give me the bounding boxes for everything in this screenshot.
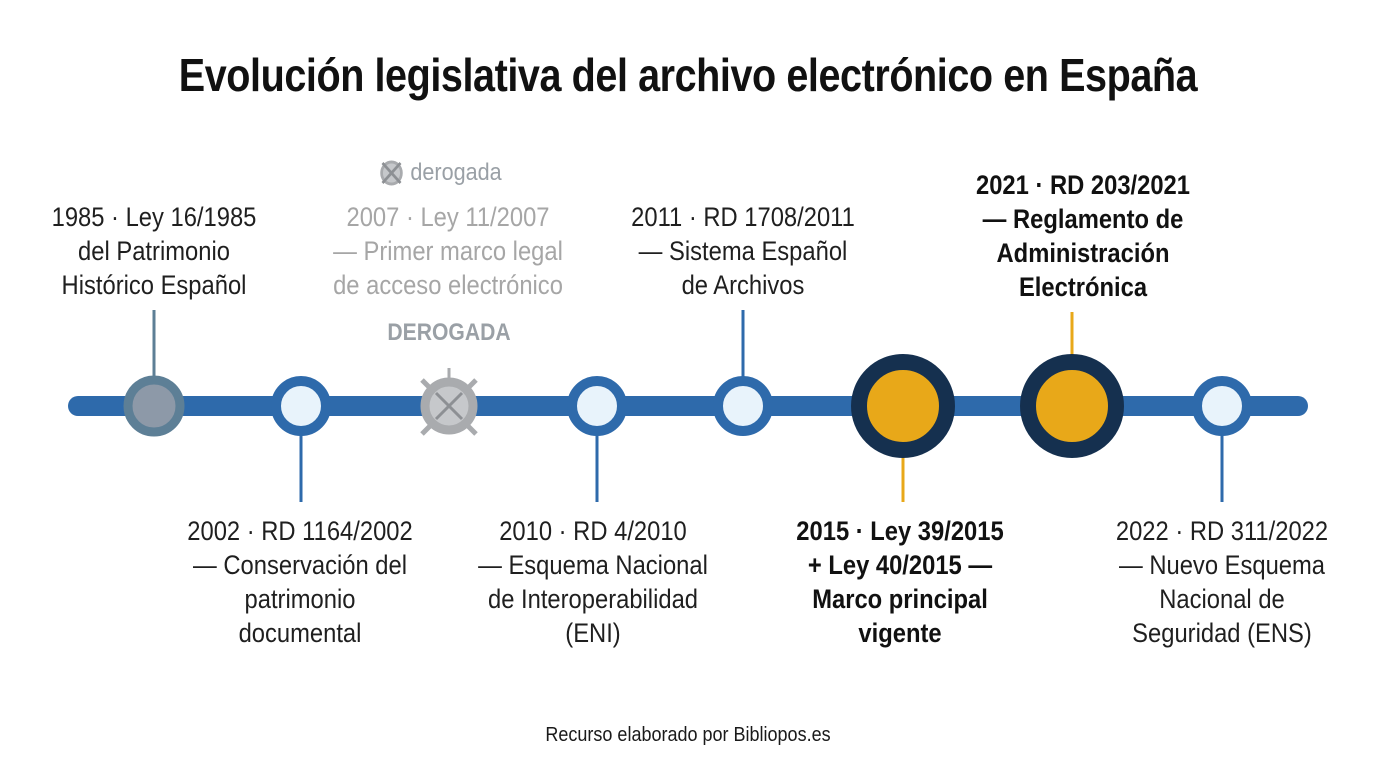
node-2011: [713, 376, 773, 436]
node-2022: [1192, 376, 1252, 436]
node-2007-derogated: [420, 368, 478, 436]
event-label-2002: 2002 · RD 1164/2002 — Conservación del p…: [187, 516, 413, 648]
node-1985: [123, 375, 185, 437]
event-label-2007: 2007 · Ley 11/2007 — Primer marco legal …: [333, 202, 563, 300]
node-2015: [851, 354, 955, 458]
event-label-1985: 1985 · Ley 16/1985 del Patrimonio Histór…: [51, 202, 257, 300]
node-2002: [271, 376, 331, 436]
node-2010: [567, 376, 627, 436]
footer-credit: Recurso elaborado por Bibliopos.es: [545, 724, 831, 746]
event-label-2022: 2022 · RD 311/2022 — Nuevo Esquema Nacio…: [1115, 516, 1329, 648]
page-title: Evolución legislativa del archivo electr…: [178, 49, 1198, 101]
derogated-tag: DEROGADA: [387, 319, 511, 346]
derogated-note: derogada: [378, 158, 502, 188]
event-label-2010: 2010 · RD 4/2010 — Esquema Nacional de I…: [478, 516, 708, 648]
event-label-2015: 2015 · Ley 39/2015 + Ley 40/2015 — Marco…: [796, 516, 1004, 648]
node-2021: [1020, 354, 1124, 458]
event-label-2011: 2011 · RD 1708/2011 — Sistema Español de…: [631, 202, 855, 300]
cross-circle-icon: [380, 160, 403, 186]
event-label-2021: 2021 · RD 203/2021 — Reglamento de Admin…: [975, 170, 1190, 302]
